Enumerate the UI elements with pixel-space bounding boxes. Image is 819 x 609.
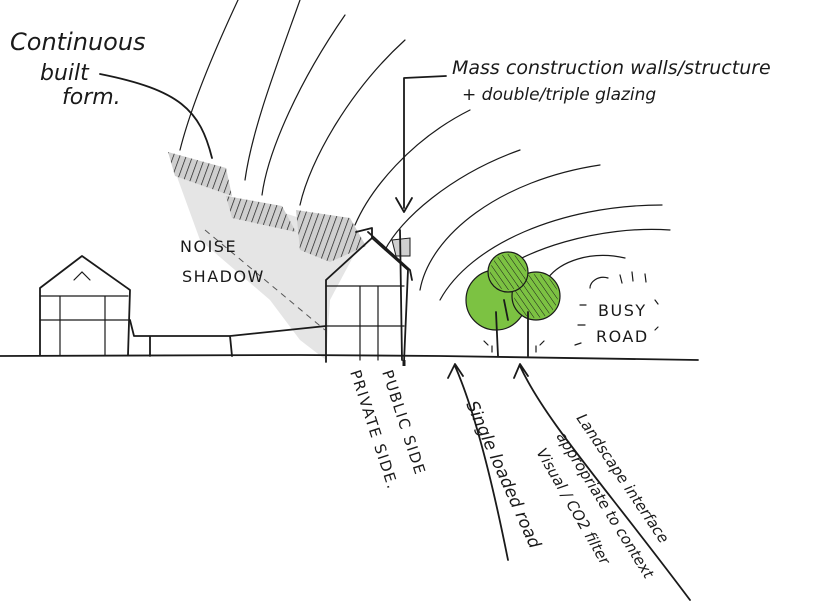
label-road: ROAD xyxy=(596,327,649,346)
mass-arrow xyxy=(395,75,447,213)
label-mass-2: + double/triple glazing xyxy=(462,85,656,105)
label-continuous-2: built xyxy=(40,61,90,86)
trees xyxy=(465,251,561,357)
continuous-leader xyxy=(99,73,213,159)
low-buildings xyxy=(129,319,327,357)
label-shadow: SHADOW xyxy=(182,267,265,286)
noise-shadow xyxy=(168,152,366,360)
label-mass-1: Mass construction walls/structure xyxy=(452,57,771,79)
label-busy: BUSY xyxy=(598,301,647,320)
label-continuous-1: Continuous xyxy=(10,28,146,56)
ground-line xyxy=(0,354,699,361)
label-single-loaded: Single loaded road xyxy=(461,398,544,552)
single-loaded-arrow xyxy=(447,363,509,561)
landscape-arrow xyxy=(513,363,691,601)
label-noise: NOISE xyxy=(180,237,237,256)
label-continuous-3: form. xyxy=(62,85,121,110)
main-building xyxy=(325,227,413,366)
noise-waves xyxy=(179,0,671,346)
left-house xyxy=(39,255,131,356)
